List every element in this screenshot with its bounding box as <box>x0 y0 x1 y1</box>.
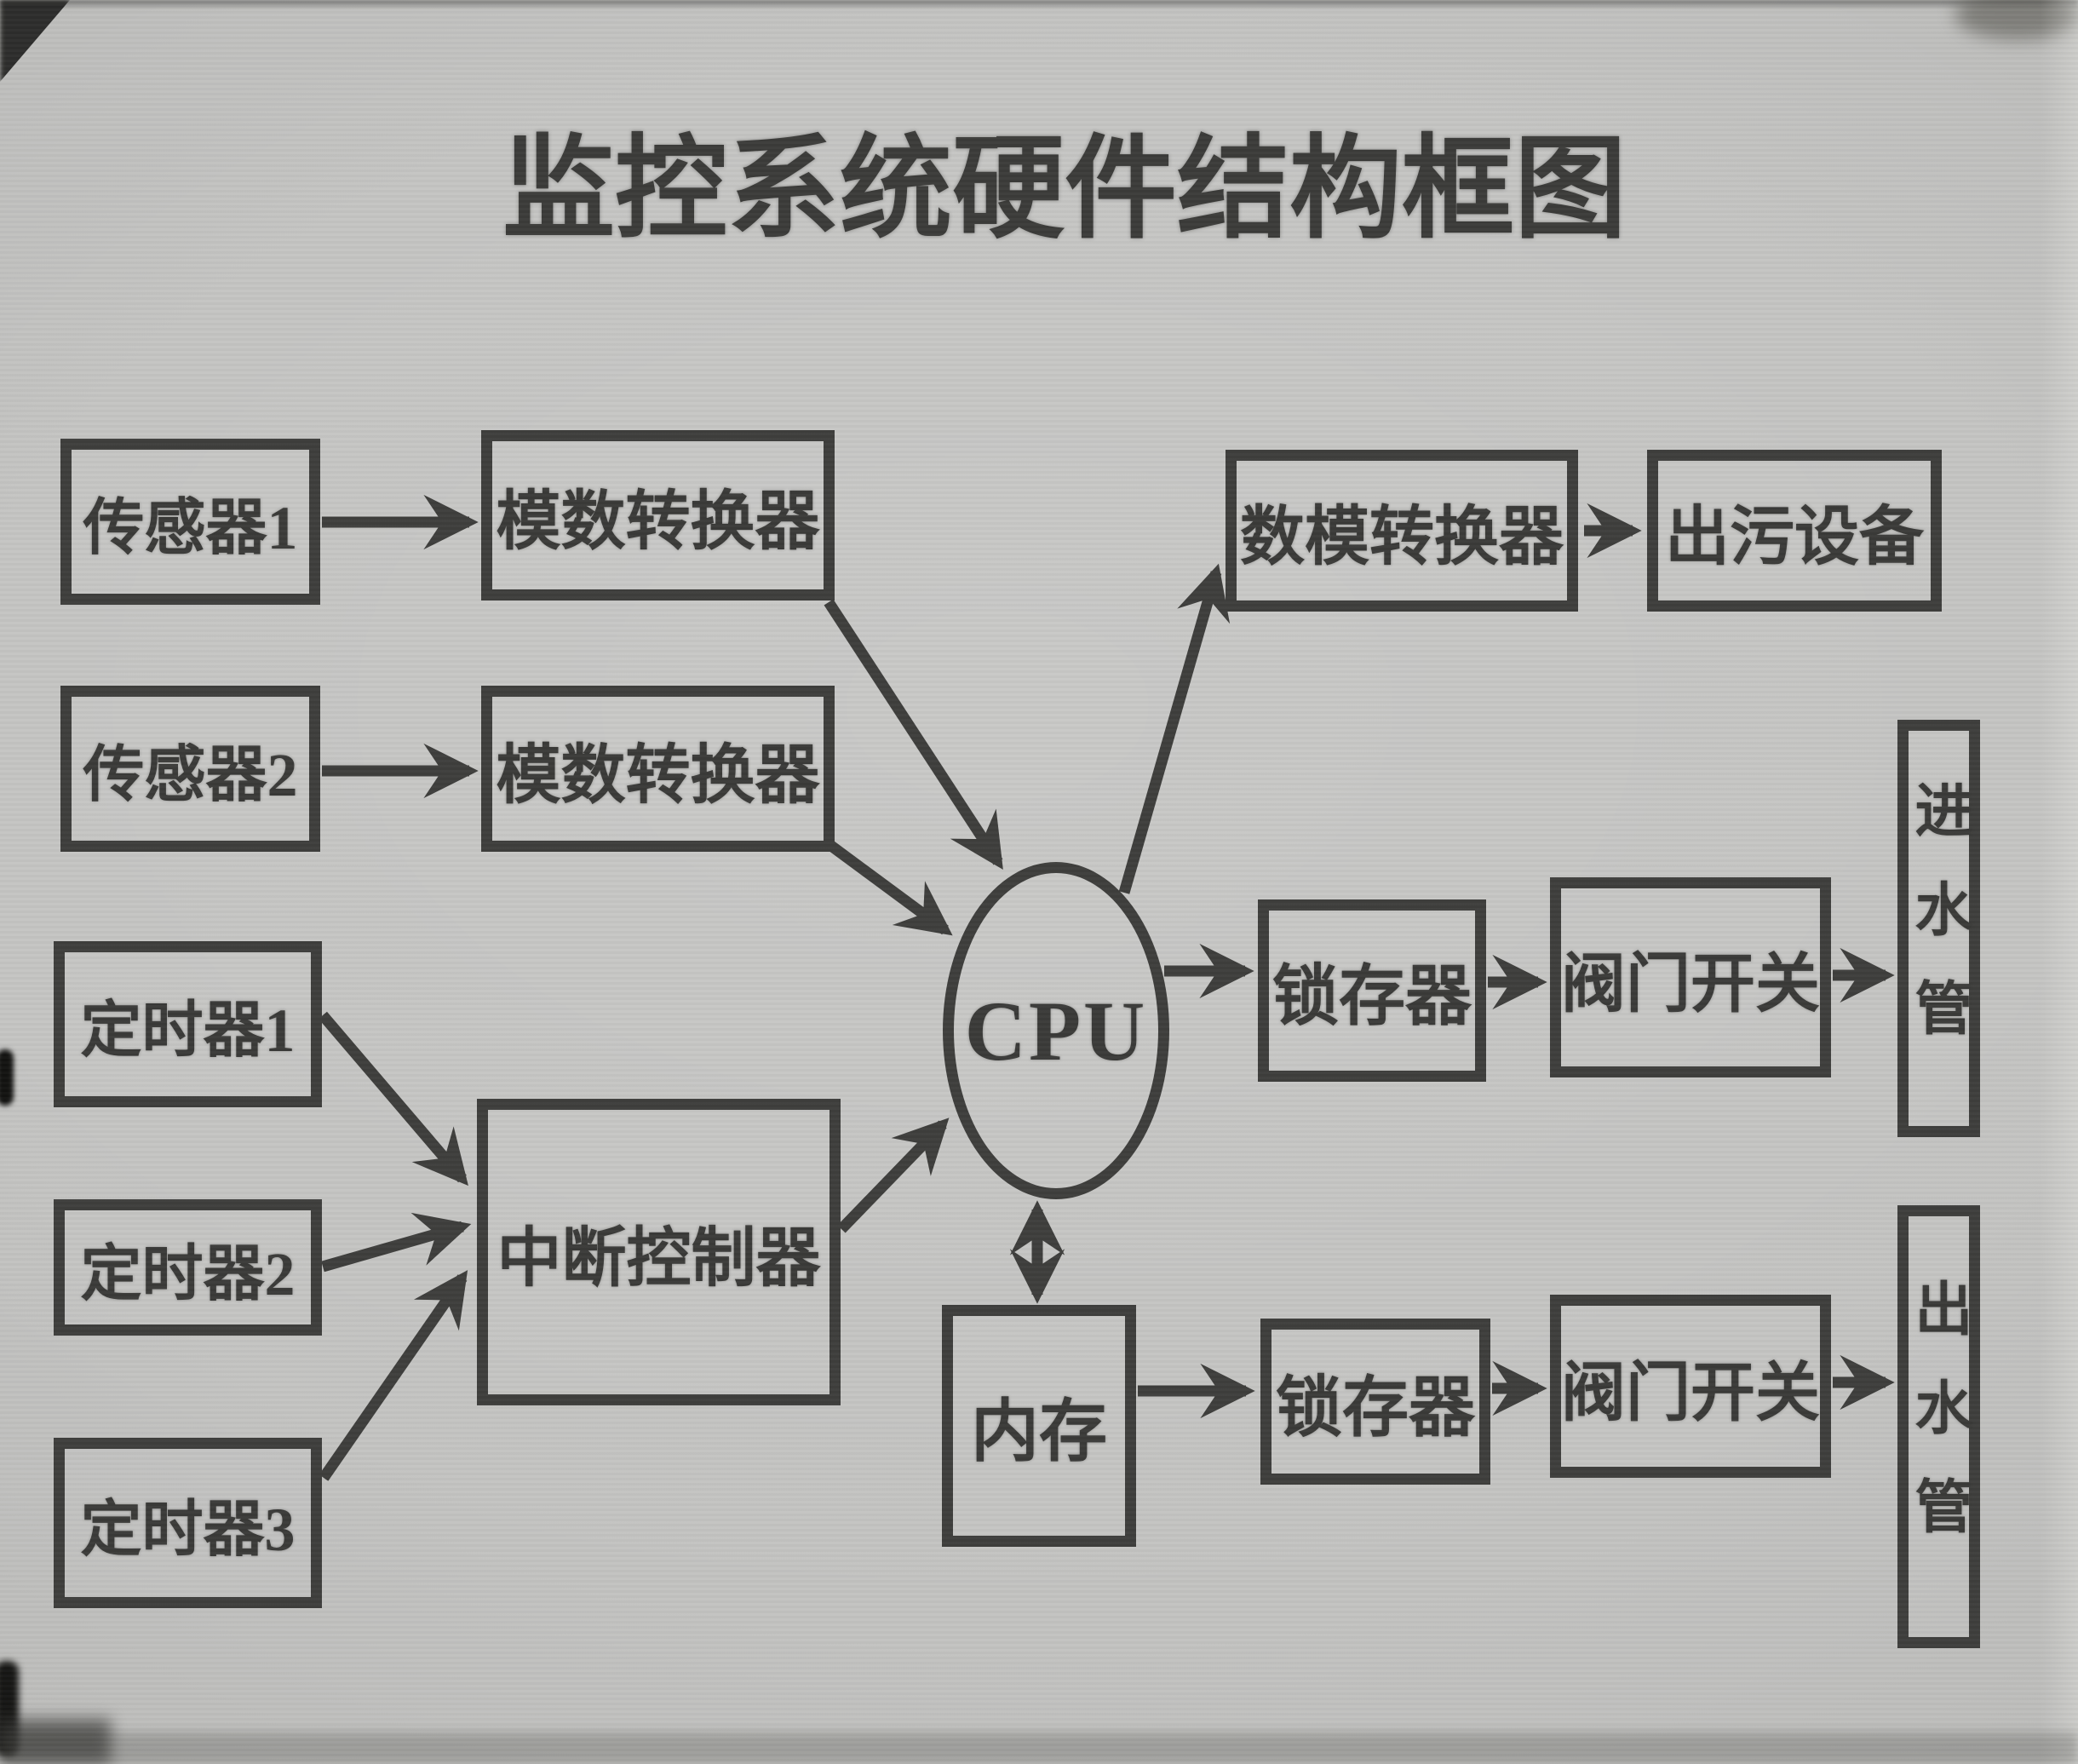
node-timer3-label: 定时器3 <box>80 1495 296 1564</box>
node-inlet-pipe: 进水管 <box>1897 720 1980 1137</box>
node-timer2: 定时器2 <box>54 1199 322 1336</box>
node-latch-top-label: 锁存器 <box>1271 959 1472 1033</box>
arrow-interrupt-cpu <box>837 1118 950 1233</box>
node-latch-bottom: 锁存器 <box>1260 1319 1490 1485</box>
node-sensor2: 传感器2 <box>60 686 320 852</box>
node-dac: 数模转换器 <box>1226 450 1578 612</box>
node-sensor2-label: 传感器2 <box>83 741 298 809</box>
node-valve-switch-bottom-label: 阀门开关 <box>1561 1357 1820 1429</box>
node-inlet-pipe-label: 进水管 <box>1906 780 1971 1077</box>
node-sewage-device-label: 出污设备 <box>1665 502 1924 573</box>
node-adc2: 模数转换器 <box>481 686 835 852</box>
diagram-title: 监控系统硬件结构框图 <box>502 127 1627 252</box>
node-timer1-label: 定时器1 <box>80 997 296 1065</box>
node-adc1-label: 模数转换器 <box>496 486 820 558</box>
node-valve-switch-top-label: 阀门开关 <box>1561 948 1820 1020</box>
node-valve-switch-top: 阀门开关 <box>1550 877 1831 1077</box>
node-outlet-pipe-label: 出水管 <box>1906 1278 1971 1575</box>
node-timer2-label: 定时器2 <box>80 1239 296 1308</box>
node-interrupt-controller-label: 中断控制器 <box>497 1223 821 1295</box>
node-sensor1-label: 传感器1 <box>83 494 298 562</box>
node-interrupt-controller: 中断控制器 <box>477 1099 841 1405</box>
arrow-timer1-interrupt <box>319 1011 468 1187</box>
arrow-cpu-dac <box>1118 563 1231 894</box>
node-latch-top: 锁存器 <box>1258 899 1486 1082</box>
node-valve-switch-bottom: 阀门开关 <box>1550 1295 1831 1478</box>
node-timer1: 定时器1 <box>54 941 322 1107</box>
node-memory-label: 内存 <box>971 1395 1107 1470</box>
node-dac-label: 数模转换器 <box>1240 502 1564 573</box>
node-memory: 内存 <box>942 1305 1136 1547</box>
node-sewage-device: 出污设备 <box>1647 450 1942 612</box>
node-outlet-pipe: 出水管 <box>1897 1205 1980 1648</box>
arrow-timer3-interrupt <box>319 1270 468 1481</box>
node-cpu: CPU <box>943 862 1169 1199</box>
node-adc2-label: 模数转换器 <box>496 739 820 812</box>
node-adc1: 模数转换器 <box>481 430 835 600</box>
node-sensor1: 传感器1 <box>60 439 320 605</box>
arrow-adc1-cpu <box>824 599 1003 870</box>
arrow-timer2-interrupt <box>321 1212 472 1273</box>
arrow-adc2-cpu <box>828 841 953 936</box>
node-timer3: 定时器3 <box>54 1438 322 1608</box>
node-cpu-label: CPU <box>964 983 1148 1078</box>
node-latch-bottom-label: 锁存器 <box>1275 1370 1475 1445</box>
